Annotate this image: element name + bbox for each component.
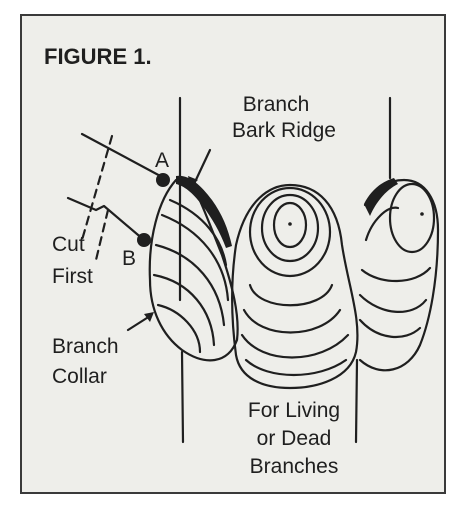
point-a-label: A — [155, 148, 169, 173]
cut-first-label-line2: First — [52, 264, 93, 289]
middle-branch-ring-6 — [242, 335, 348, 358]
point-b-marker — [137, 233, 151, 247]
branch-collar-arrow — [128, 316, 150, 330]
middle-branch-ring-4 — [250, 285, 332, 305]
cut-line-a — [82, 134, 164, 178]
branch-bark-ridge-label-line1: Branch — [236, 92, 316, 117]
right-branch-center-dot — [420, 212, 424, 216]
middle-branch-ring-7 — [246, 360, 346, 375]
right-branch-ring-1 — [390, 184, 434, 252]
cut-line-dashed-lower — [96, 210, 108, 260]
figure-title: FIGURE 1. — [44, 44, 152, 69]
caption-line2: or Dead — [214, 426, 374, 451]
right-branch-ring-4 — [360, 295, 426, 312]
cut-first-label-line1: Cut — [52, 232, 85, 257]
arrow-head-collar — [144, 312, 154, 322]
branch-bark-ridge-right — [364, 178, 398, 216]
trunk-left-line-lower — [182, 352, 183, 442]
middle-branch-center-dot — [288, 222, 292, 226]
caption-line1: For Living — [214, 398, 374, 423]
branch-collar-label-line1: Branch — [52, 334, 119, 359]
caption-line3: Branches — [214, 454, 374, 479]
right-branch-ring-5 — [360, 320, 420, 337]
left-branch-ring-3 — [154, 275, 214, 345]
point-a-marker — [156, 173, 170, 187]
cut-line-dashed-upper — [82, 136, 112, 240]
right-branch-ring-3 — [362, 268, 430, 281]
branch-bark-ridge-arrow — [194, 150, 210, 184]
point-b-label: B — [122, 246, 136, 271]
left-branch-outline — [150, 180, 238, 360]
middle-branch-ring-2 — [262, 195, 318, 261]
left-branch-ring-4 — [158, 305, 200, 352]
branch-collar-label-line2: Collar — [52, 364, 107, 389]
branch-bark-ridge-label-line2: Bark Ridge — [224, 118, 344, 143]
middle-branch-ring-5 — [244, 310, 340, 333]
